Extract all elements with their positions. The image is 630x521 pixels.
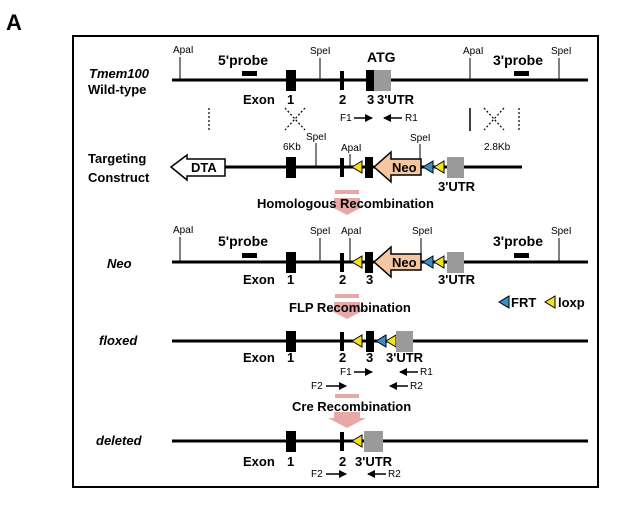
n-exon-label: Exon (243, 272, 275, 287)
n-site-apai-2: ApaI (341, 226, 362, 237)
step-cre: Cre Recombination (292, 394, 411, 428)
t-exon-1 (286, 157, 296, 178)
exon-label: Exon (243, 92, 275, 107)
n-site-spei-1: SpeI (310, 226, 331, 237)
legend-loxp-icon (544, 295, 556, 309)
d-exon-1-label: 1 (287, 454, 294, 469)
n-probe-5-label: 5'probe (218, 233, 268, 249)
exon-1-label: 1 (287, 92, 294, 107)
wildtype-allele: Tmem100 Wild-type ApaI SpeI ApaI SpeI 5'… (88, 45, 588, 124)
probe-5-label: 5'probe (218, 52, 268, 68)
targeting-construct: Targeting Construct 6Kb 2.8Kb SpeI ApaI … (88, 132, 522, 194)
legend-frt-label: FRT (511, 295, 536, 310)
n-exon-2-label: 2 (339, 272, 346, 287)
step-arrow-1 (328, 198, 366, 215)
site-spei-t1: SpeI (306, 132, 327, 143)
step-arrow-3 (328, 412, 366, 428)
atg-label: ATG (367, 49, 396, 65)
f-exon-2-label: 2 (339, 350, 346, 365)
site-apai-t1: ApaI (341, 143, 362, 154)
n-utr-label: 3'UTR (438, 272, 476, 287)
exon-1 (286, 70, 296, 91)
t-utr-label: 3'UTR (438, 179, 476, 194)
site-spei-2: SpeI (551, 46, 572, 57)
targeting-label-1: Targeting (88, 151, 146, 166)
n-site-spei-2: SpeI (412, 226, 433, 237)
wildtype-label-gene: Tmem100 (89, 66, 150, 81)
neo-row-label: Neo (107, 256, 132, 271)
site-apai-1: ApaI (173, 45, 194, 56)
step-flp: FLP Recombination (289, 294, 411, 319)
utr-box (374, 70, 391, 91)
deleted-row-label: deleted (96, 433, 143, 448)
primer-r1: R1 (405, 113, 418, 124)
floxed-allele: floxed Exon 1 2 3 3'UTR F1 R1 F2 R2 (99, 331, 588, 392)
dta-cassette (169, 153, 226, 182)
site-spei-t2: SpeI (410, 133, 431, 144)
t-utr-box (447, 157, 464, 178)
exon-2 (340, 71, 344, 90)
utr-label: 3'UTR (377, 92, 415, 107)
exon-3-label: 3 (367, 92, 374, 107)
deleted-allele: deleted Exon 1 2 3'UTR F2 R2 (96, 431, 588, 480)
d-exon-2-label: 2 (339, 454, 346, 469)
f-primer-r1: R1 (420, 367, 433, 378)
n-probe-3-label: 3'probe (493, 233, 543, 249)
neo-allele: Neo ApaI SpeI ApaI SpeI SpeI 5'probe 3'p… (107, 225, 588, 287)
n-neo-cassette (372, 245, 422, 279)
legend-loxp-label: loxp (558, 295, 585, 310)
primer-f1: F1 (340, 113, 352, 124)
left-arm-length: 6Kb (283, 142, 301, 153)
d-primer-f2: F2 (311, 469, 323, 480)
dta-label: DTA (191, 160, 217, 175)
d-primer-r2: R2 (388, 469, 401, 480)
neo-label: Neo (392, 160, 417, 175)
f-exon-1-label: 1 (287, 350, 294, 365)
f-primer-f2: F2 (311, 381, 323, 392)
probe-3-bar (514, 71, 529, 76)
d-exon-label: Exon (243, 454, 275, 469)
t-exon-3 (365, 157, 373, 178)
step-cre-label: Cre Recombination (292, 399, 411, 414)
step-arrow-2 (328, 302, 366, 319)
loxp-site-2 (433, 160, 445, 174)
t-exon-2 (340, 158, 344, 177)
frt-site (422, 160, 434, 174)
n-site-apai-1: ApaI (173, 225, 194, 236)
wildtype-label-type: Wild-type (88, 82, 146, 97)
n-neo-label: Neo (392, 255, 417, 270)
legend-frt-icon (498, 295, 510, 309)
homology-crossovers (208, 107, 520, 131)
d-utr-label: 3'UTR (355, 454, 393, 469)
floxed-row-label: floxed (99, 333, 138, 348)
right-arm-length: 2.8Kb (484, 142, 511, 153)
step-homologous-label: Homologous Recombination (257, 196, 434, 211)
f-primer-f1: F1 (340, 367, 352, 378)
step-homologous: Homologous Recombination (257, 190, 434, 215)
panel-label: A (6, 10, 22, 35)
f-primer-r2: R2 (410, 381, 423, 392)
loxp-site (351, 160, 363, 174)
f-exon-label: Exon (243, 350, 275, 365)
legend: FRT loxp (498, 295, 585, 310)
figure-frame (72, 35, 599, 488)
neo-cassette (372, 150, 422, 184)
site-apai-2: ApaI (463, 46, 484, 57)
probe-3-label: 3'probe (493, 52, 543, 68)
exon-3 (366, 70, 374, 91)
n-site-spei-3: SpeI (551, 226, 572, 237)
probe-5-bar (242, 71, 257, 76)
n-exon-3-label: 3 (366, 272, 373, 287)
exon-2-label: 2 (339, 92, 346, 107)
targeting-label-2: Construct (88, 170, 150, 185)
n-exon-1-label: 1 (287, 272, 294, 287)
site-spei-1: SpeI (310, 46, 331, 57)
f-utr-label: 3'UTR (386, 350, 424, 365)
f-exon-3-label: 3 (366, 350, 373, 365)
step-flp-label: FLP Recombination (289, 300, 411, 315)
